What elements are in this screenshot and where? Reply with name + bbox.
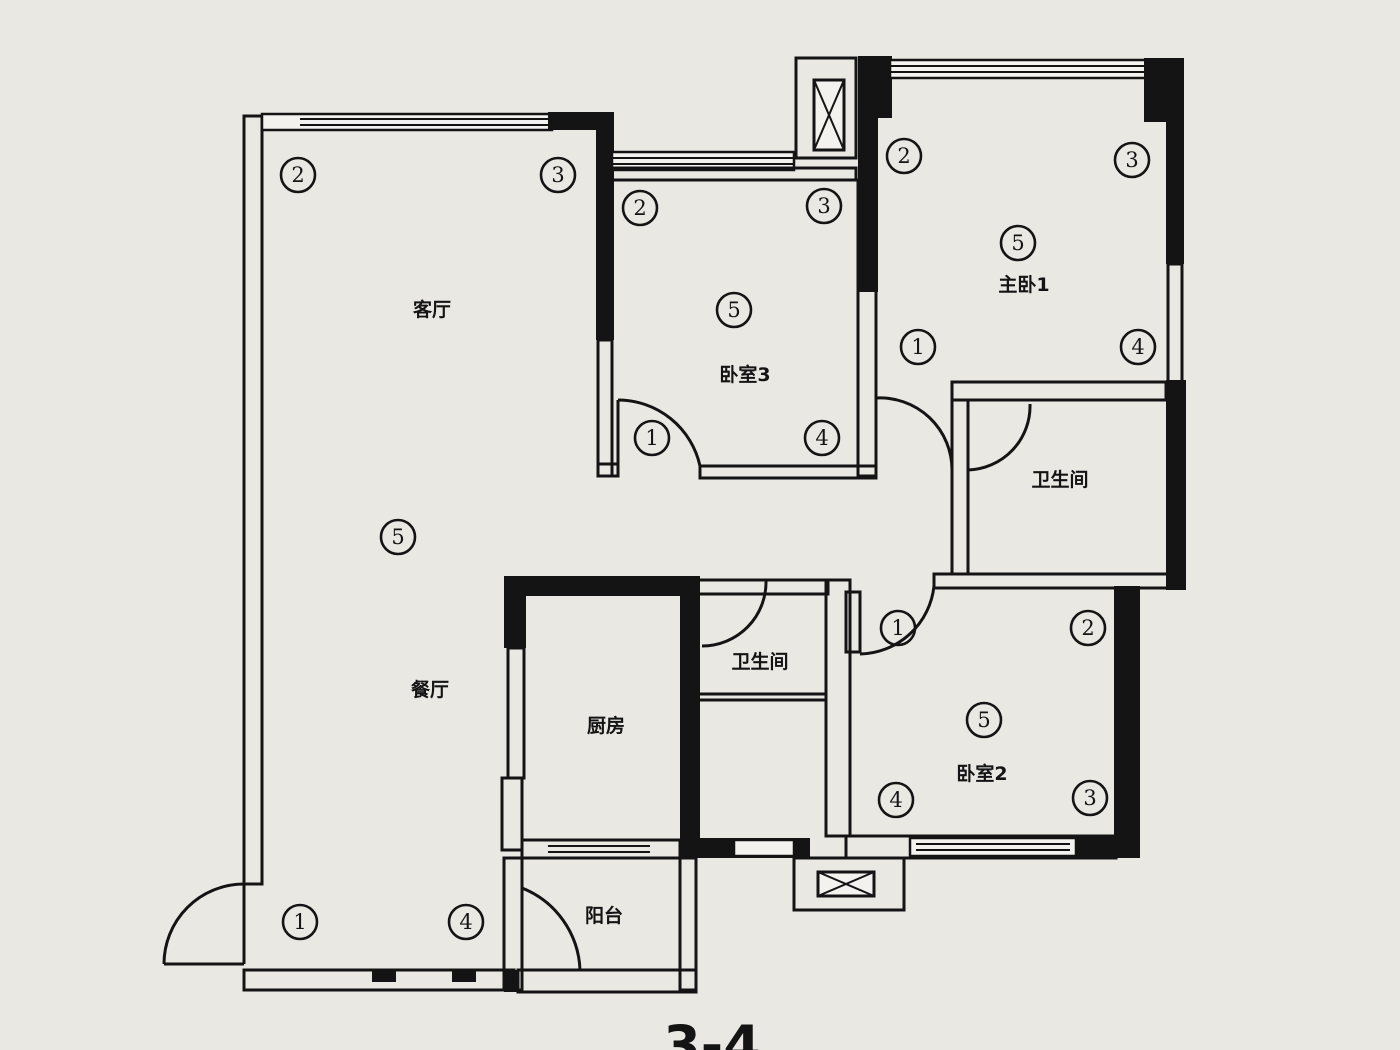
marker-bed2-3: 3 <box>1071 779 1109 817</box>
marker-master-4: 4 <box>1119 328 1157 366</box>
svg-text:2: 2 <box>633 196 646 220</box>
kitchen-walls <box>500 576 700 860</box>
svg-text:1: 1 <box>293 910 306 934</box>
marker-bed3-1: 1 <box>633 419 671 457</box>
marker-master-2: 2 <box>885 137 923 175</box>
marker-bed2-1: 1 <box>879 609 917 647</box>
svg-text:5: 5 <box>977 708 990 732</box>
living-walls <box>162 112 614 992</box>
marker-bed3-3: 3 <box>805 187 843 225</box>
room-label-living: 客厅 <box>413 298 451 321</box>
top-shaft <box>794 56 858 160</box>
svg-text:2: 2 <box>291 163 304 187</box>
room-label-balcony: 阳台 <box>585 904 623 927</box>
svg-text:4: 4 <box>815 426 828 450</box>
marker-bed3-5: 5 <box>715 291 753 329</box>
marker-bed3-2: 2 <box>621 189 659 227</box>
svg-text:5: 5 <box>727 298 740 322</box>
svg-text:4: 4 <box>889 788 902 812</box>
svg-text:1: 1 <box>911 335 924 359</box>
plan-caption: 3-4 <box>663 1014 761 1050</box>
marker-master-1: 1 <box>899 328 937 366</box>
svg-text:3: 3 <box>1125 148 1138 172</box>
marker-living-1: 1 <box>281 903 319 941</box>
room-label-bedroom2: 卧室2 <box>956 762 1007 785</box>
marker-living-2: 2 <box>279 156 317 194</box>
room-label-master-bathroom: 卫生间 <box>1031 468 1088 491</box>
marker-living-3: 3 <box>539 156 577 194</box>
bottom-shaft <box>792 856 906 912</box>
svg-text:3: 3 <box>551 163 564 187</box>
marker-master-5: 5 <box>999 224 1037 262</box>
marker-bed2-5: 5 <box>965 701 1003 739</box>
room-label-master-bedroom: 主卧1 <box>998 274 1049 296</box>
room-label-bedroom3: 卧室3 <box>719 363 770 386</box>
balcony-walls <box>502 856 698 994</box>
room-label-kitchen: 厨房 <box>587 714 625 737</box>
marker-living-4: 4 <box>447 903 485 941</box>
svg-text:2: 2 <box>897 144 910 168</box>
svg-text:4: 4 <box>459 910 472 934</box>
svg-text:1: 1 <box>891 616 904 640</box>
master-bathroom-walls <box>932 398 1170 590</box>
master-bedroom-walls <box>862 56 1186 590</box>
marker-bed2-4: 4 <box>877 781 915 819</box>
svg-text:5: 5 <box>391 525 404 549</box>
svg-text:3: 3 <box>817 194 830 218</box>
marker-living-5: 5 <box>379 518 417 556</box>
room-label-dining: 餐厅 <box>411 678 449 701</box>
svg-text:5: 5 <box>1011 231 1024 255</box>
svg-text:1: 1 <box>645 426 658 450</box>
svg-text:3: 3 <box>1083 786 1096 810</box>
bedroom2-walls <box>844 585 1140 860</box>
marker-bed3-4: 4 <box>803 419 841 457</box>
room-label-common-bathroom: 卫生间 <box>731 650 788 673</box>
marker-bed2-2: 2 <box>1069 609 1107 647</box>
svg-text:2: 2 <box>1081 616 1094 640</box>
svg-text:4: 4 <box>1131 335 1144 359</box>
common-bathroom-walls <box>690 578 852 858</box>
marker-master-3: 3 <box>1113 141 1151 179</box>
